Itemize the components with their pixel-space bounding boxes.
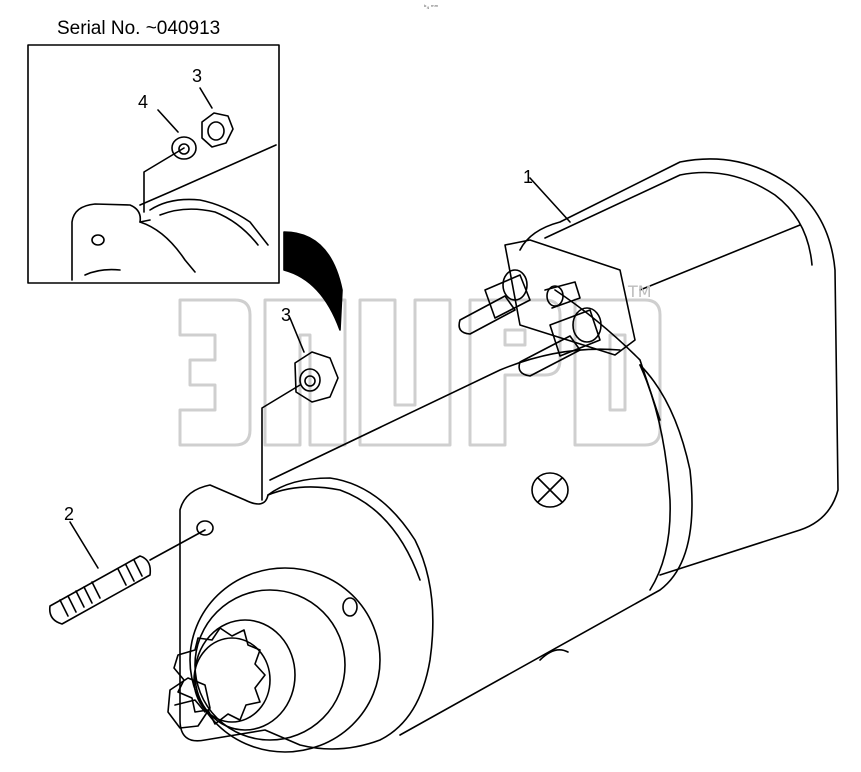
drive-end-flange — [179, 477, 434, 753]
callout-4: 4 — [138, 92, 149, 112]
inset-frame — [27, 44, 280, 284]
leader-3-main — [289, 317, 305, 353]
callout-1: 1 — [523, 167, 534, 187]
solenoid-housing — [519, 158, 839, 576]
terminal-plate — [504, 239, 636, 356]
transition-arrow — [283, 231, 343, 331]
stud-assembly-line — [149, 529, 206, 561]
main-nut — [294, 351, 339, 403]
leader-2 — [69, 521, 99, 569]
serial-number-label: Serial No. ~040913 — [57, 18, 221, 39]
leader-1 — [529, 177, 571, 223]
watermark-tm: TM — [628, 282, 652, 301]
callout-2: 2 — [64, 504, 75, 524]
pinion-gear — [167, 627, 266, 729]
motor-body — [269, 348, 693, 736]
terminal-small — [544, 281, 581, 309]
watermark-logo — [178, 298, 662, 447]
tiny-corner-mark: ᵇ₄ ᵐᵐ — [424, 4, 439, 11]
callout-3-inset: 3 — [192, 66, 203, 86]
leader-4 — [157, 109, 179, 133]
inset-flange — [71, 144, 277, 281]
leader-3-inset — [199, 87, 213, 109]
terminal-lower — [518, 307, 602, 377]
nut-assembly-line — [261, 384, 301, 501]
inset-nut — [201, 112, 234, 148]
inset-leader-line — [143, 147, 185, 213]
inset-washer — [171, 136, 197, 160]
stud-bolt — [48, 555, 152, 625]
callout-3-main: 3 — [281, 305, 292, 325]
